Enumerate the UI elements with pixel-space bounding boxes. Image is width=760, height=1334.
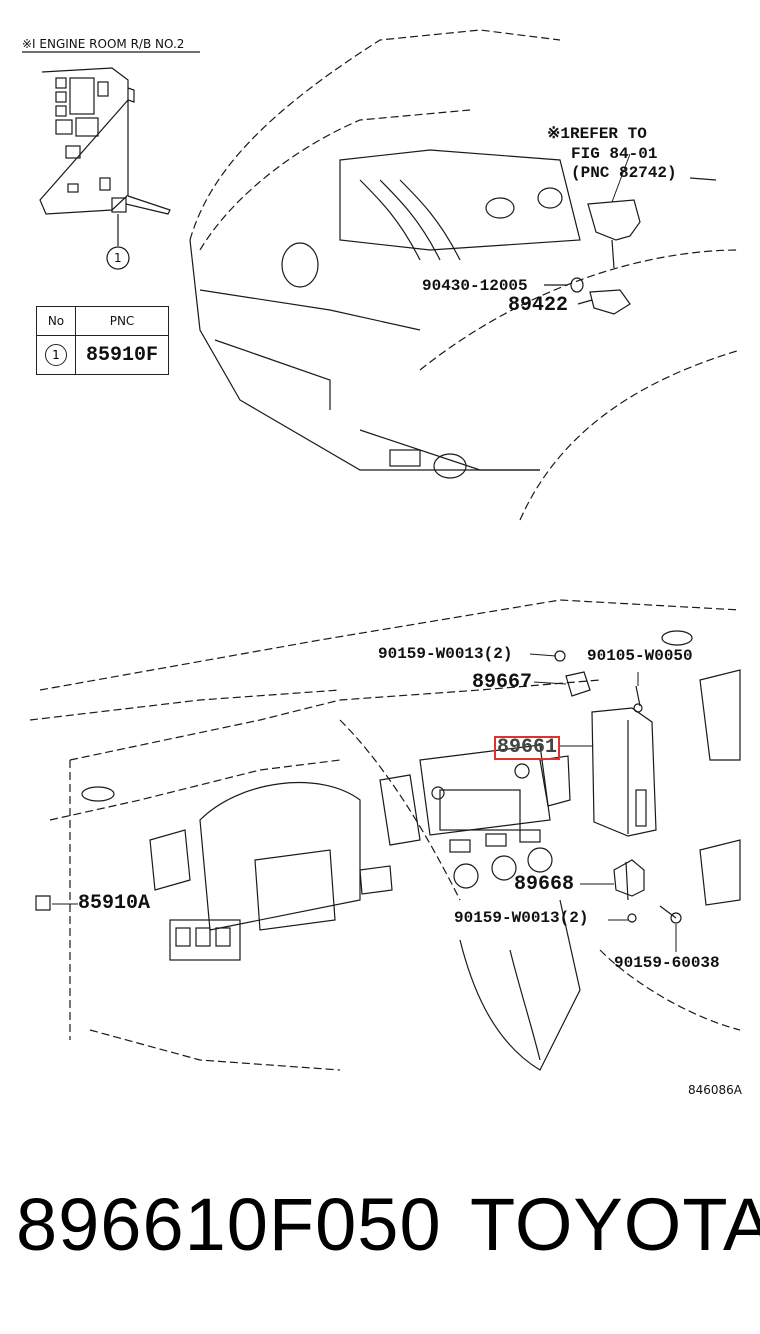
table-row: 1 85910F bbox=[36, 335, 169, 375]
refer-line-2: FIG 84-01 bbox=[571, 145, 658, 163]
part-label-85910a: 85910A bbox=[78, 892, 151, 915]
leader-lines bbox=[52, 153, 677, 952]
part-label-89667: 89667 bbox=[472, 671, 533, 694]
relay-box-caption: ※I ENGINE ROOM R/B NO.2 bbox=[22, 37, 185, 51]
ref-circle-1 bbox=[106, 246, 130, 270]
row-pnc: 85910F bbox=[75, 335, 169, 375]
col-header-no: No bbox=[36, 306, 76, 336]
refer-line-3: (PNC 82742) bbox=[571, 164, 677, 182]
refer-line-1: ※1REFER TO bbox=[547, 125, 647, 143]
part-label-89661-highlighted: 89661 bbox=[494, 736, 561, 760]
dashboard-solid bbox=[35, 630, 741, 1071]
part-label-90159-w0013-bottom: 90159-W0013(2) bbox=[454, 909, 589, 927]
row-no-cell: 1 bbox=[36, 335, 76, 375]
pnc-table-header: No PNC bbox=[36, 306, 169, 336]
relay-box-drawing bbox=[39, 67, 171, 270]
vehicle-front-drawing bbox=[189, 29, 741, 521]
footer-brand: TOYOTA bbox=[470, 1183, 760, 1266]
part-label-90159-60038: 90159-60038 bbox=[614, 954, 720, 972]
figure-id: 846086A bbox=[688, 1083, 743, 1097]
pnc-table: No PNC 1 85910F bbox=[36, 306, 169, 375]
row-no: 1 bbox=[45, 344, 67, 366]
part-label-89422: 89422 bbox=[508, 294, 569, 317]
footer-part-number: 896610F050 bbox=[16, 1183, 442, 1266]
ref-marker-1: 1 bbox=[114, 251, 122, 265]
part-label-90159-w0013-top: 90159-W0013(2) bbox=[378, 645, 513, 663]
col-header-pnc: PNC bbox=[75, 306, 169, 336]
vehicle-front-solid bbox=[189, 149, 717, 479]
part-label-89668: 89668 bbox=[514, 873, 575, 896]
part-label-90105-w0050: 90105-W0050 bbox=[587, 647, 693, 665]
part-label-90430-12005: 90430-12005 bbox=[422, 277, 528, 295]
dashboard-drawing bbox=[29, 599, 741, 1071]
